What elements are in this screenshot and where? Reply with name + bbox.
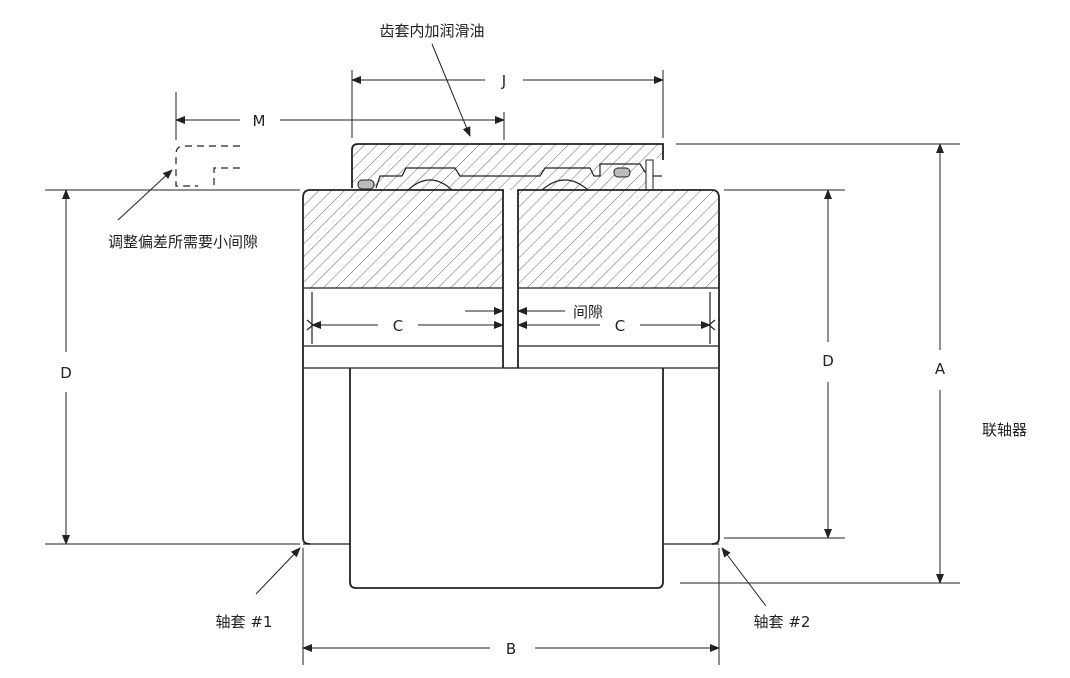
lubrication-label: 齿套内加润滑油: [379, 22, 484, 40]
dimension-m: M: [175, 92, 505, 140]
dim-label-m: M: [253, 112, 266, 130]
lubrication-callout: 齿套内加润滑油: [379, 22, 485, 137]
dimension-a: A: [676, 143, 960, 584]
retaining-pin-icon: [645, 159, 654, 191]
dimension-b: B: [302, 548, 720, 665]
misalignment-gap-label: 调整偏差所需要小间隙: [108, 233, 258, 251]
hub1-label: 轴套 #1: [216, 613, 273, 631]
dim-label-j: J: [501, 72, 506, 90]
gap-indicator: 间隙: [465, 303, 603, 321]
dimension-j: J: [351, 70, 664, 138]
dim-label-c-left: C: [393, 317, 403, 335]
dim-label-c-right: C: [615, 317, 625, 335]
dim-label-b: B: [506, 640, 516, 658]
dim-label-d-right: D: [822, 352, 834, 370]
sleeve: [351, 143, 664, 191]
dimension-d-left: D: [45, 189, 300, 545]
misalignment-outline: [175, 145, 240, 187]
side-title: 联轴器: [982, 421, 1027, 439]
hub1-callout: 轴套 #1: [216, 547, 301, 631]
hub2-label: 轴套 #2: [754, 613, 811, 631]
dimension-d-right: D: [724, 189, 845, 539]
dim-label-a: A: [935, 360, 946, 378]
hubs: [302, 189, 720, 545]
seal-left-icon: [357, 179, 375, 190]
gap-label: 间隙: [573, 303, 603, 321]
seal-right-icon: [613, 167, 631, 178]
hub2-callout: 轴套 #2: [721, 547, 811, 631]
dim-label-d-left: D: [60, 364, 72, 382]
shaft-body: [349, 368, 664, 589]
misalignment-callout: 调整偏差所需要小间隙: [108, 169, 258, 251]
dimension-c: C C: [306, 317, 716, 335]
